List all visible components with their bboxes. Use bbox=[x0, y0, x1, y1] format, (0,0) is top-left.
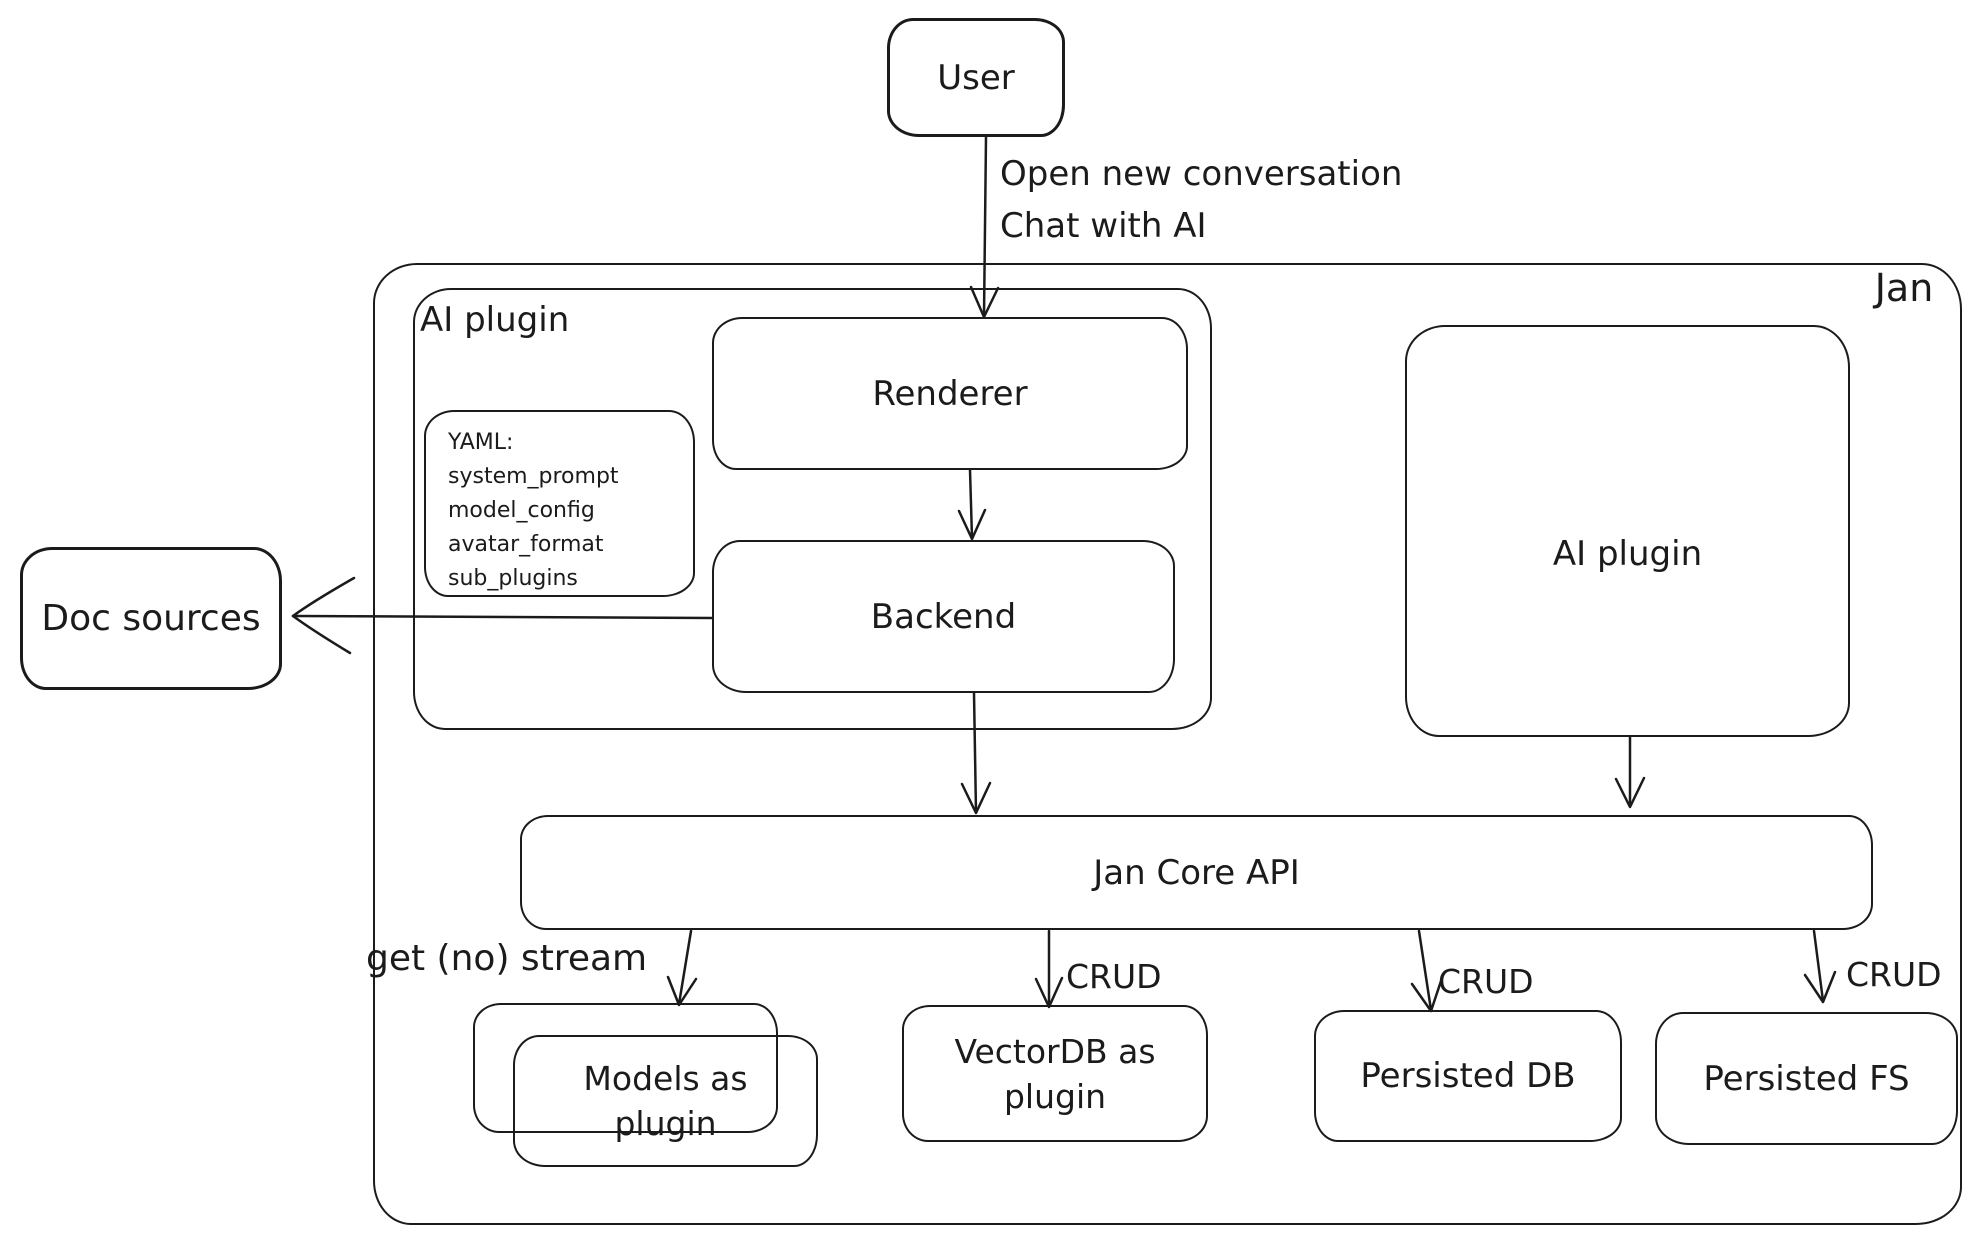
jan-container bbox=[373, 263, 1962, 1225]
persisted-fs-node-label: Persisted FS bbox=[1703, 1058, 1910, 1099]
user-node: User bbox=[887, 18, 1065, 137]
jan-core-api-node: Jan Core API bbox=[520, 815, 1873, 930]
user-flow-edge-label: Open new conversation Chat with AI bbox=[1000, 148, 1402, 252]
vectordb-as-plugin-label-line1: VectorDB as bbox=[954, 1031, 1156, 1071]
models-as-plugin-back-shape bbox=[473, 1003, 778, 1133]
ai-plugin-right-node: AI plugin bbox=[1405, 325, 1850, 737]
yaml-line-sub-plugins: sub_plugins bbox=[448, 566, 578, 591]
get-no-stream-edge-label: get (no) stream bbox=[366, 938, 648, 979]
ai-plugin-left-label: AI plugin bbox=[420, 300, 570, 340]
renderer-node: Renderer bbox=[712, 317, 1188, 470]
yaml-line-model-config: model_config bbox=[448, 498, 595, 523]
backend-node: Backend bbox=[712, 540, 1175, 693]
renderer-node-label: Renderer bbox=[872, 373, 1028, 414]
backend-node-label: Backend bbox=[870, 596, 1017, 637]
models-as-plugin-label-line1: Models as bbox=[583, 1059, 748, 1098]
yaml-line-title: YAML: bbox=[448, 430, 514, 455]
vectordb-as-plugin-label-line2: plugin bbox=[1003, 1076, 1107, 1116]
user-flow-edge-label-line2: Chat with AI bbox=[1000, 206, 1207, 246]
arrow-backend-to-doc-sources-head-upper bbox=[291, 576, 356, 618]
arrow-backend-to-doc-sources-head-lower bbox=[291, 614, 352, 655]
persisted-db-node-label: Persisted DB bbox=[1360, 1056, 1576, 1096]
crud-vectordb-edge-label: CRUD bbox=[1066, 957, 1162, 996]
ai-plugin-right-node-label: AI plugin bbox=[1552, 534, 1703, 574]
yaml-note-lines: YAML: system_prompt model_config avatar_… bbox=[426, 412, 619, 596]
crud-persisted-fs-edge-label: CRUD bbox=[1846, 955, 1942, 994]
jan-core-api-node-label: Jan Core API bbox=[1093, 852, 1300, 893]
ai-plugin-left-container bbox=[413, 288, 1212, 730]
vectordb-as-plugin-node: VectorDB as plugin bbox=[902, 1005, 1208, 1142]
persisted-db-node: Persisted DB bbox=[1314, 1010, 1622, 1142]
user-flow-edge-label-line1: Open new conversation bbox=[1000, 154, 1403, 194]
user-node-label: User bbox=[937, 57, 1015, 98]
yaml-line-system-prompt: system_prompt bbox=[448, 464, 619, 489]
doc-sources-node: Doc sources bbox=[20, 547, 282, 690]
doc-sources-node-label: Doc sources bbox=[41, 598, 261, 639]
yaml-line-avatar-format: avatar_format bbox=[448, 532, 604, 557]
yaml-note: YAML: system_prompt model_config avatar_… bbox=[424, 410, 695, 597]
models-as-plugin-label-line2: plugin bbox=[614, 1104, 717, 1143]
crud-persisted-db-edge-label: CRUD bbox=[1438, 962, 1534, 1001]
models-as-plugin-node: Models as plugin bbox=[513, 1035, 818, 1167]
jan-container-label: Jan bbox=[1874, 266, 1934, 310]
persisted-fs-node: Persisted FS bbox=[1655, 1012, 1958, 1145]
